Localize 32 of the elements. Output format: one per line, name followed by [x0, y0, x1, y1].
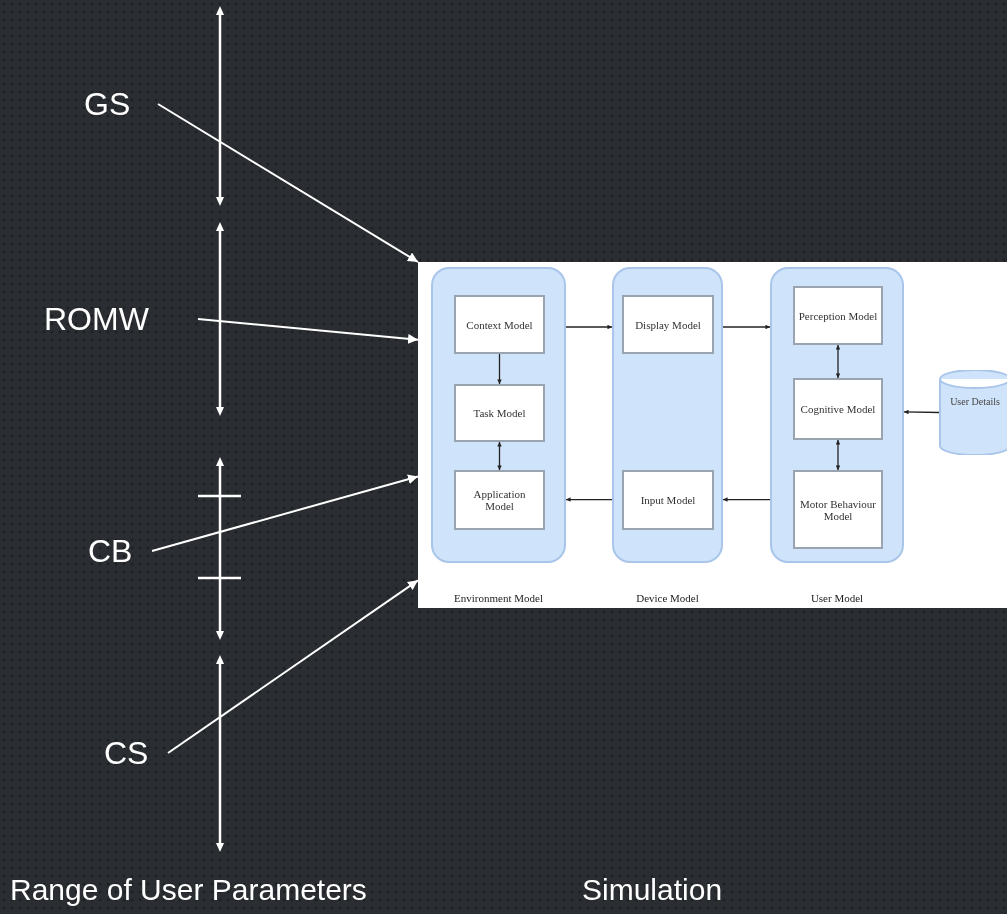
range-label: CS [104, 733, 168, 773]
arrow [197, 318, 419, 344]
arrow [565, 324, 613, 330]
caption-text: Range of User Parameters [10, 872, 367, 908]
arrow [497, 441, 502, 471]
arrow [722, 497, 771, 502]
model-box: Cognitive Model [793, 378, 883, 440]
arrow [903, 409, 940, 415]
model-box: Application Model [454, 470, 545, 530]
range-label: CB [88, 531, 152, 571]
model-box: Task Model [454, 384, 545, 442]
group-heading: Device Model [635, 592, 700, 604]
arrow [835, 439, 841, 471]
range-label: ROMW [44, 299, 198, 339]
arrow [167, 579, 419, 754]
caption-text: Simulation [582, 872, 723, 908]
group-heading: User Model [809, 592, 865, 604]
arrow [151, 474, 419, 552]
model-box: Input Model [622, 470, 714, 530]
arrow [497, 353, 502, 385]
model-box: Motor Behaviour Model [793, 470, 883, 549]
model-box: Context Model [454, 295, 545, 354]
model-box: Display Model [622, 295, 714, 354]
figure-panel [418, 262, 1007, 608]
database-cylinder: User Details [939, 370, 1007, 455]
arrow [722, 324, 771, 330]
arrow [565, 497, 613, 502]
range-label: GS [84, 84, 158, 124]
group-heading: Environment Model [453, 592, 544, 604]
model-box: Perception Model [793, 286, 883, 345]
arrow [835, 344, 841, 379]
arrow [157, 103, 419, 263]
